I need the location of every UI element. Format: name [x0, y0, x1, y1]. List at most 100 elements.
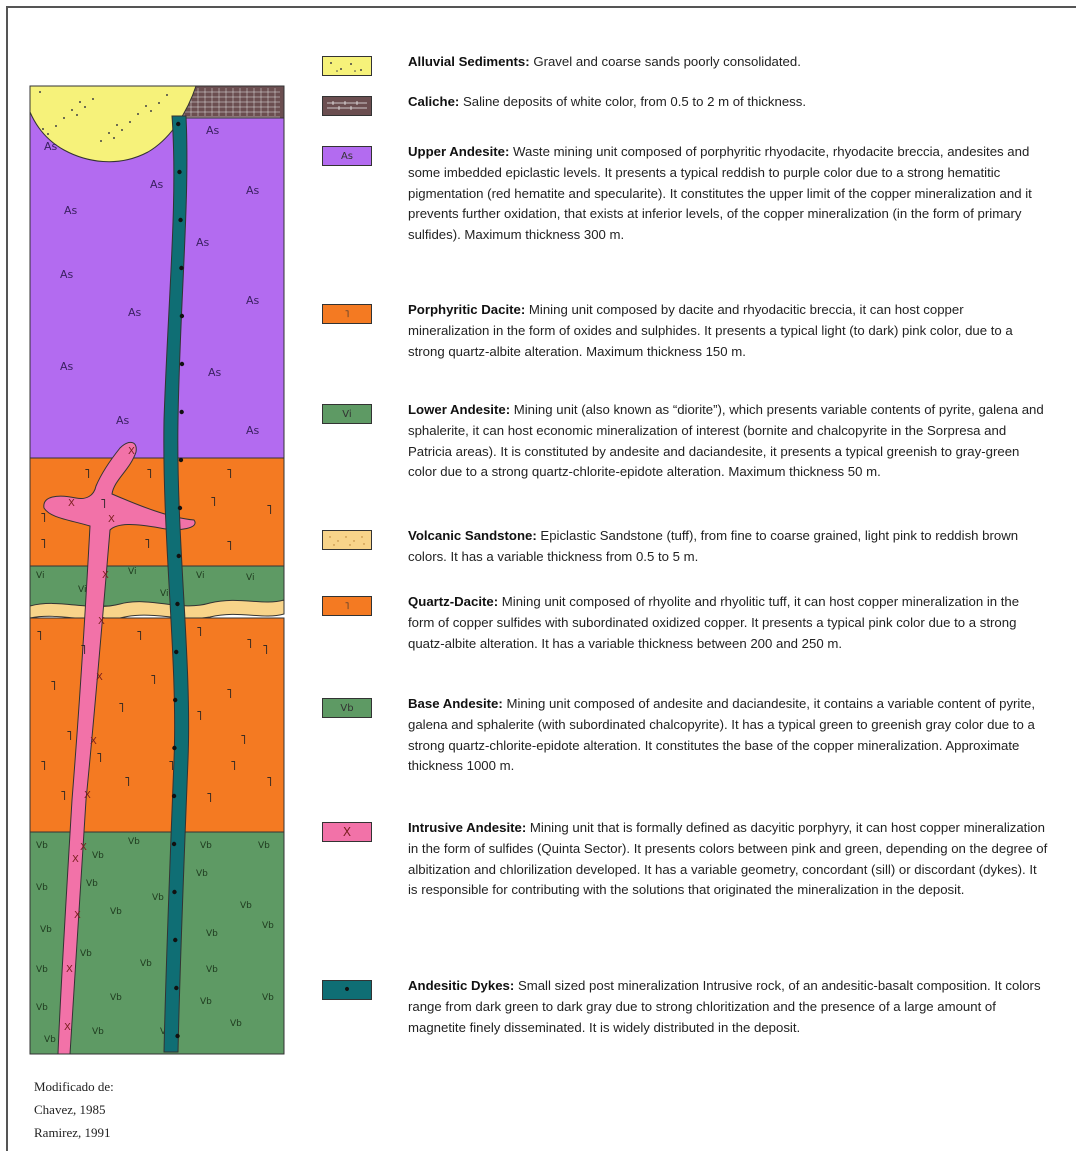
quartz-dacite-symbol: ˥ — [66, 729, 72, 744]
alluvial-grain — [113, 137, 115, 139]
legend-symbol: ˥ — [345, 601, 350, 612]
intrusive-symbol: X — [128, 446, 135, 457]
base-andesite-symbol: Vb — [262, 993, 274, 1003]
base-andesite-symbol: Vb — [230, 1019, 242, 1029]
upper-andesite-symbol: As — [64, 204, 78, 217]
quartz-dacite-symbol: ˥ — [240, 733, 246, 748]
intrusive-symbol: X — [84, 790, 91, 801]
legend-description: Base Andesite: Mining unit composed of a… — [408, 694, 1048, 777]
base-andesite-symbol: Vb — [36, 883, 48, 893]
legend-swatch — [322, 530, 372, 550]
base-andesite-symbol: Vb — [40, 925, 52, 935]
legend-swatch — [322, 56, 372, 76]
legend-unit-name: Upper Andesite: — [408, 144, 509, 159]
alluvial-grain — [92, 98, 94, 100]
dyke-dot — [175, 602, 179, 606]
quartz-dacite-symbol: ˥ — [136, 629, 142, 644]
alluvial-grain — [121, 129, 123, 131]
dyke-dot — [174, 986, 178, 990]
quartz-dacite-symbol: ˥ — [226, 687, 232, 702]
upper-andesite-symbol: As — [60, 268, 74, 281]
base-andesite-symbol: Vb — [206, 929, 218, 939]
legend-swatch: ˥ — [322, 596, 372, 616]
alluvial-grain — [116, 124, 118, 126]
dyke-dot — [174, 650, 178, 654]
legend-description: Alluvial Sediments: Gravel and coarse sa… — [408, 52, 1048, 73]
lower-andesite-symbol: Vi — [196, 571, 204, 581]
quartz-dacite-symbol: ˥ — [266, 775, 272, 790]
legend-symbol: Vi — [342, 409, 351, 420]
upper-andesite-symbol: As — [150, 178, 164, 191]
legend-description: Lower Andesite: Mining unit (also known … — [408, 400, 1048, 483]
base-andesite-symbol: Vb — [200, 841, 212, 851]
dyke-dot — [177, 554, 181, 558]
legend-symbol: X — [343, 825, 351, 839]
dacite-symbol: ˥ — [144, 537, 150, 552]
legend-unit-text: Mining unit composed of andesite and dac… — [408, 696, 1035, 773]
intrusive-symbol: X — [72, 854, 79, 865]
quartz-dacite-symbol: ˥ — [36, 629, 42, 644]
base-andesite-symbol: Vb — [206, 965, 218, 975]
base-andesite-symbol: Vb — [110, 993, 122, 1003]
alluvial-grain — [145, 105, 147, 107]
legend-swatch: Vi — [322, 404, 372, 424]
lower-andesite-layer — [30, 566, 284, 606]
credits-line-2: Chavez, 1985 — [34, 1098, 114, 1121]
dacite-symbol: ˥ — [100, 497, 106, 512]
intrusive-symbol: X — [98, 616, 105, 627]
alluvial-grain — [55, 125, 57, 127]
base-andesite-symbol: Vb — [152, 893, 164, 903]
alluvial-grain — [63, 117, 65, 119]
alluvial-grain — [42, 128, 44, 130]
upper-andesite-symbol: As — [116, 414, 130, 427]
base-andesite-symbol: Vb — [140, 959, 152, 969]
dyke-dot — [173, 698, 177, 702]
dyke-dot — [172, 794, 176, 798]
intrusive-symbol: X — [90, 736, 97, 747]
legend-description: Andesitic Dykes: Small sized post minera… — [408, 976, 1048, 1038]
legend-unit-name: Volcanic Sandstone: — [408, 528, 537, 543]
dyke-dot — [180, 362, 184, 366]
quartz-dacite-symbol: ˥ — [118, 701, 124, 716]
alluvial-grain — [76, 114, 78, 116]
dyke-dot — [178, 506, 182, 510]
legend-symbol: • — [343, 982, 351, 998]
legend-description: Upper Andesite: Waste mining unit compos… — [408, 142, 1048, 246]
lower-andesite-symbol: Vi — [160, 589, 168, 599]
base-andesite-symbol: Vb — [196, 869, 208, 879]
quartz-dacite-symbol: ˥ — [60, 789, 66, 804]
legend-description: Quartz-Dacite: Mining unit composed of r… — [408, 592, 1048, 654]
lower-andesite-symbol: Vi — [36, 571, 44, 581]
credits-line-3: Ramirez, 1991 — [34, 1121, 114, 1144]
quartz-dacite-symbol: ˥ — [50, 679, 56, 694]
intrusive-symbol: X — [66, 964, 73, 975]
upper-andesite-symbol: As — [246, 184, 260, 197]
legend-unit-name: Alluvial Sediments: — [408, 54, 530, 69]
credits: Modificado de: Chavez, 1985 Ramirez, 199… — [34, 1075, 114, 1144]
intrusive-symbol: X — [96, 672, 103, 683]
dyke-dot — [172, 746, 176, 750]
alluvial-grain — [39, 91, 41, 93]
dyke-dot — [180, 314, 184, 318]
intrusive-symbol: X — [68, 498, 75, 509]
upper-andesite-symbol: As — [206, 124, 220, 137]
base-andesite-symbol: Vb — [200, 997, 212, 1007]
alluvial-grain — [166, 94, 168, 96]
legend-unit-name: Base Andesite: — [408, 696, 503, 711]
dacite-symbol: ˥ — [266, 503, 272, 518]
upper-andesite-symbol: As — [196, 236, 210, 249]
base-andesite-symbol: Vb — [86, 879, 98, 889]
alluvial-grain — [158, 102, 160, 104]
legend-swatch: X — [322, 822, 372, 842]
quartz-dacite-symbol: ˥ — [150, 673, 156, 688]
base-andesite-symbol: Vb — [240, 901, 252, 911]
dyke-dot — [172, 842, 176, 846]
alluvial-grain — [137, 113, 139, 115]
dacite-symbol: ˥ — [226, 467, 232, 482]
dacite-symbol: ˥ — [146, 467, 152, 482]
dyke-dot — [177, 170, 181, 174]
dacite-symbol: ˥ — [84, 467, 90, 482]
base-andesite-symbol: Vb — [128, 837, 140, 847]
dyke-dot — [173, 938, 177, 942]
